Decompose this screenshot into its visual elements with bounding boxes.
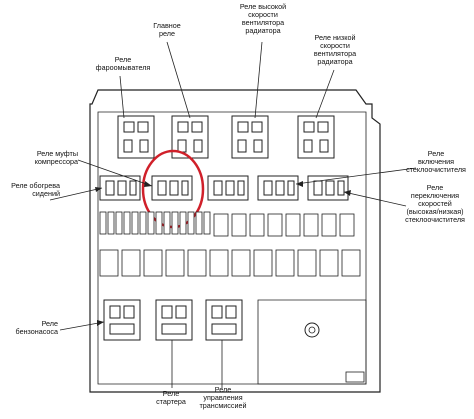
- fuse-slot: [249, 213, 265, 237]
- label-seat-heater-relay: Реле обогрева сидений: [11, 181, 60, 198]
- mini-fuse-slot: [107, 211, 115, 235]
- fuse-slot: [267, 213, 283, 237]
- label-fan-low-relay: Реле низкой скорости вентилятора радиато…: [313, 33, 357, 66]
- fuse-slot: [231, 213, 247, 237]
- fuse-slot: [339, 213, 355, 237]
- fuse-slot: [303, 213, 319, 237]
- mini-fuse-slot: [187, 211, 195, 235]
- relay-starter: [155, 299, 193, 341]
- relay-headlamp-washer: [117, 115, 155, 159]
- relay-compressor-clutch: [151, 175, 193, 201]
- fuse-block-slot: [231, 249, 251, 277]
- mini-fuse-slot: [147, 211, 155, 235]
- label-compressor-clutch-relay: Реле муфты компрессора: [34, 149, 78, 166]
- label-fuel-pump-relay: Реле бензонасоса: [15, 319, 58, 336]
- leader-arrowheads: [95, 181, 351, 326]
- mini-fuse-slot: [179, 211, 187, 235]
- mini-fuse-slot: [131, 211, 139, 235]
- relay-fuel-pump: [103, 299, 141, 341]
- relay-wiper-on: [257, 175, 299, 201]
- fuse-block-slot: [341, 249, 361, 277]
- mini-fuse-slot: [155, 211, 163, 235]
- fuse-block-slot: [275, 249, 295, 277]
- fuse-block-slot: [253, 249, 273, 277]
- label-headlamp-washer-relay: Реле фароомывателя: [95, 55, 151, 72]
- fuse-block-slot: [99, 249, 119, 277]
- mini-fuse-slot: [115, 211, 123, 235]
- fuse-grid: [99, 211, 361, 277]
- fuse-slot: [285, 213, 301, 237]
- fuse-block-slot: [297, 249, 317, 277]
- fuse-block-slot: [319, 249, 339, 277]
- label-fan-high-relay: Реле высокой скорости вентилятора радиат…: [239, 2, 287, 35]
- mini-fuse-slot: [171, 211, 179, 235]
- mini-fuse-slot: [123, 211, 131, 235]
- fuse-slot: [321, 213, 337, 237]
- mini-fuse-slot: [203, 211, 211, 235]
- label-wiper-speed-relay: Реле переключения скоростей (высокая/низ…: [405, 183, 465, 224]
- relay-transmission: [205, 299, 243, 341]
- mini-fuse-slot: [163, 211, 171, 235]
- fuse-block-slot: [165, 249, 185, 277]
- relay-spare: [207, 175, 249, 201]
- label-starter-relay: Реле стартера: [156, 389, 186, 406]
- label-transmission-relay: Реле управления трансмиссией: [199, 385, 247, 410]
- fuse-block-slot: [187, 249, 207, 277]
- fuse-slot: [213, 213, 229, 237]
- mini-fuse-slot: [195, 211, 203, 235]
- fuse-block-slot: [121, 249, 141, 277]
- label-main-relay: Главное реле: [153, 21, 181, 38]
- label-wiper-on-relay: Реле включения стеклоочистителя: [406, 149, 466, 174]
- relay-fan-low: [297, 115, 335, 159]
- mini-fuse-slot: [99, 211, 107, 235]
- fuse-box-lower-mount: [257, 299, 367, 385]
- corner-tab: [345, 371, 365, 383]
- relay-fan-high: [231, 115, 269, 159]
- fuse-block-slot: [209, 249, 229, 277]
- relay-seat-heater: [99, 175, 141, 201]
- fuse-block-slot: [143, 249, 163, 277]
- leader-lines: [49, 41, 417, 388]
- mini-fuse-slot: [139, 211, 147, 235]
- mounting-bolt-inner: [308, 326, 316, 334]
